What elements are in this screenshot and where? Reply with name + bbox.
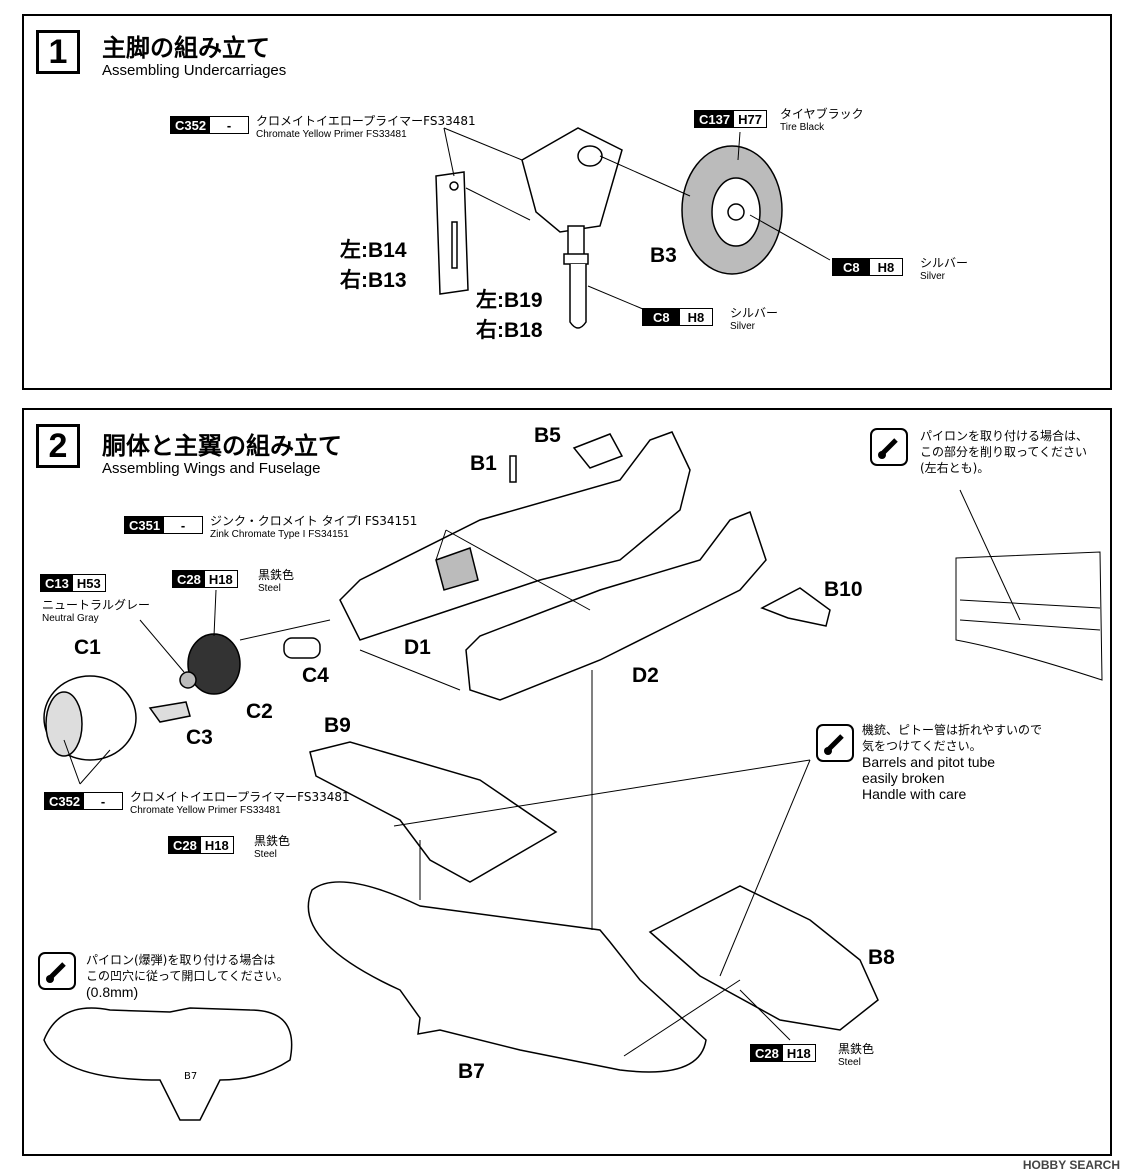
part-label-b13: 右:B13 <box>340 269 407 292</box>
paint-chip-c352: C352- <box>170 116 250 134</box>
wing-upper-part-b8 <box>648 885 879 1031</box>
caution-icon-pylon-top <box>870 428 908 466</box>
step1-title-ja: 主脚の組み立て <box>102 34 270 62</box>
wheel-part <box>681 145 783 275</box>
landing-gear-strut-part <box>521 127 623 329</box>
part-label-c3: C3 <box>186 726 213 749</box>
caution-icon-barrels <box>816 724 854 762</box>
wing-upper-part-b9 <box>309 741 558 883</box>
step2-title-ja: 胴体と主翼の組み立て <box>102 432 342 460</box>
part-label-c4: C4 <box>302 664 329 687</box>
step2-leader-lines <box>63 489 1021 1057</box>
part-b1 <box>509 455 517 483</box>
watermark: HOBBY SEARCH <box>1022 1158 1120 1172</box>
part-label-b10: B10 <box>824 578 863 601</box>
part-label-b5: B5 <box>534 424 561 447</box>
note-barrels: 機銃、ピトー管は折れやすいので 気をつけてください。 Barrels and p… <box>862 723 1043 803</box>
part-label-b19: 左:B19 <box>476 289 543 312</box>
part-label-b7: B7 <box>458 1060 485 1083</box>
inset-fuselage-detail <box>955 551 1103 681</box>
stabilizer-part-b10 <box>760 587 831 627</box>
part-label-d1: D1 <box>404 636 431 659</box>
lower-wing-part-b7 <box>307 881 707 1073</box>
part-label-b1: B1 <box>470 452 497 475</box>
paint-chip-c351: C351- <box>124 516 204 534</box>
part-label-b14: 左:B14 <box>340 239 407 262</box>
part-label-b9: B9 <box>324 714 351 737</box>
fuselage-half-d1 <box>339 431 691 641</box>
landing-gear-door-part <box>435 171 469 295</box>
part-label-b18: 右:B18 <box>476 319 543 342</box>
part-label-b8: B8 <box>868 946 895 969</box>
part-label-b3: B3 <box>650 244 677 267</box>
part-label-c1: C1 <box>74 636 101 659</box>
tail-fin-part-b5 <box>572 433 624 469</box>
part-label-d2: D2 <box>632 664 659 687</box>
note-pylon-top: パイロンを取り付ける場合は、 この部分を削り取ってください (左右とも)。 <box>920 429 1089 476</box>
engine-parts <box>43 633 321 761</box>
step2-title-en: Assembling Wings and Fuselage <box>102 460 321 477</box>
inset-part-label-b7: B7 <box>184 1071 198 1082</box>
note-pylon-bomb: パイロン(爆弾)を取り付ける場合は この凹穴に従って開口してください。 (0.8… <box>86 953 289 1001</box>
step1-leader-lines <box>443 127 831 313</box>
step2-number: 2 <box>36 424 80 468</box>
part-label-c2: C2 <box>246 700 273 723</box>
step1-number: 1 <box>36 30 80 74</box>
paint-chip-c352-cowl: C352- <box>44 792 124 810</box>
caution-icon-pylon-bomb <box>38 952 76 990</box>
inset-lower-wing <box>43 1007 293 1121</box>
step1-title-en: Assembling Undercarriages <box>102 62 287 79</box>
fuselage-half-d2 <box>465 511 767 701</box>
